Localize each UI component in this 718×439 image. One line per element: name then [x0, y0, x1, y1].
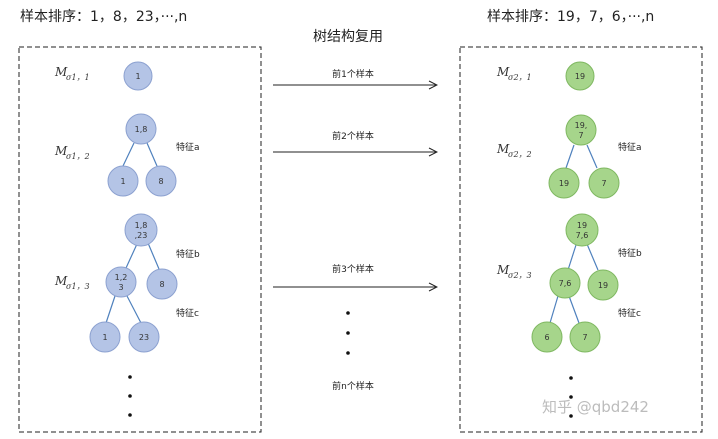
left-feature-b-label: 特征b	[176, 248, 200, 260]
left-model-2-label-subscript: σ1，2	[66, 152, 90, 161]
right-dashed-panel	[459, 46, 703, 433]
right-tree3-edge-root-mid	[567, 244, 577, 271]
left-tree1-root-node	[123, 61, 153, 91]
left-tree3-right-node	[146, 268, 178, 300]
left-tree2-right-node-label: 8	[158, 177, 163, 186]
right-tree2-edge-right	[586, 144, 598, 169]
right-model-2-label: M	[496, 142, 510, 156]
right-tree3-mid-node-label: 7,6	[559, 279, 572, 288]
left-tree3-leaf-1-node	[89, 321, 121, 353]
left-tree3-root-node	[124, 213, 158, 247]
right-tree3-root-node	[565, 213, 599, 247]
right-tree2-root-node-label: 19,	[575, 121, 588, 130]
left-tree3-edge-mid-lr	[126, 295, 142, 324]
right-tree2-root-node	[565, 114, 597, 146]
left-tree2-root-node-label: 1,8	[135, 125, 148, 134]
left-tree3-leaf-1-node-label: 1	[102, 333, 107, 342]
left-tree3-edge-mid-ll	[105, 295, 116, 324]
left-tree3-root-node-label: ,23	[135, 231, 148, 240]
left-model-1-label-subscript: σ1，1	[66, 73, 90, 82]
left-tree2-right-node	[145, 165, 177, 197]
right-tree3-edge-mid-lr	[568, 295, 580, 324]
right-tree2-right-node	[588, 167, 620, 199]
right-tree1-root-node	[565, 61, 595, 91]
left-feature-a-label: 特征a	[176, 141, 200, 153]
right-tree3-leaf-6-node-label: 6	[544, 333, 549, 342]
left-tree2-edge-left	[122, 142, 135, 167]
right-tree2-edge-left	[565, 144, 575, 169]
right-feature-a-label: 特征a	[618, 141, 642, 153]
left-tree3-root-node-label: 1,8	[135, 221, 148, 230]
right-sample-order-heading: 样本排序：19，7，6，···,n	[487, 9, 655, 25]
right-ellipsis-dot	[569, 395, 573, 399]
right-tree3-leaf-7-node-label: 7	[582, 333, 587, 342]
left-tree3-mid-node-label: 3	[118, 283, 123, 292]
right-model-1-label: M	[496, 65, 510, 79]
right-model-2-label-subscript: σ2，2	[508, 150, 532, 159]
right-tree2-right-node-label: 7	[601, 179, 606, 188]
right-tree3-right-node	[587, 269, 619, 301]
left-ellipsis-dot	[128, 375, 132, 379]
last-samples-label: 前n个样本	[332, 380, 374, 392]
left-model-2-label: M	[54, 144, 68, 158]
center-ellipsis-dot	[346, 331, 350, 335]
right-feature-b-label: 特征b	[618, 247, 642, 259]
right-tree2-root-node-label: 7	[578, 131, 583, 140]
right-tree2-left-node	[548, 167, 580, 199]
left-feature-c-label: 特征c	[176, 307, 199, 319]
left-tree3-right-node-label: 8	[159, 280, 164, 289]
right-tree3-root-node-label: 7,6	[576, 231, 589, 240]
right-ellipsis-dot	[569, 414, 573, 418]
right-model-3-label: M	[496, 263, 510, 277]
arrow-2-label: 前2个样本	[332, 130, 374, 142]
arrow-3-label: 前3个样本	[332, 263, 374, 275]
right-model-3-label-subscript: σ2，3	[508, 271, 532, 280]
right-feature-c-label: 特征c	[618, 307, 641, 319]
left-model-3-label-subscript: σ1，3	[66, 282, 90, 291]
left-tree3-mid-node-label: 1,2	[115, 273, 128, 282]
right-tree3-leaf-6-node	[531, 321, 563, 353]
left-sample-order-heading: 样本排序：1，8，23，···,n	[20, 9, 188, 25]
left-tree3-leaf-23-node	[128, 321, 160, 353]
left-ellipsis-dot	[128, 413, 132, 417]
left-tree2-left-node	[107, 165, 139, 197]
right-tree3-mid-node	[549, 267, 581, 299]
left-tree2-left-node-label: 1	[120, 177, 125, 186]
left-tree2-root-node	[125, 113, 157, 145]
right-tree3-leaf-7-node	[569, 321, 601, 353]
left-tree3-edge-root-mid	[125, 243, 138, 269]
left-tree1-root-node-label: 1	[135, 72, 140, 81]
center-title: 树结构复用	[313, 29, 383, 45]
left-model-3-label: M	[54, 274, 68, 288]
center-ellipsis-dot	[346, 311, 350, 315]
right-tree1-root-node-label: 19	[575, 72, 585, 81]
arrow-1-label: 前1个样本	[332, 68, 374, 80]
left-model-1-label: M	[54, 65, 68, 79]
left-tree2-edge-right	[146, 142, 158, 167]
right-tree3-edge-root-right	[586, 243, 599, 271]
right-tree3-right-node-label: 19	[598, 281, 608, 290]
left-tree3-edge-root-right	[147, 242, 160, 270]
watermark: 知乎 @qbd242	[542, 398, 649, 416]
left-dashed-panel	[18, 46, 262, 433]
left-tree3-mid-node	[105, 266, 137, 298]
right-model-1-label-subscript: σ2，1	[508, 73, 532, 82]
right-tree3-root-node-label: 19	[577, 221, 587, 230]
right-tree2-left-node-label: 19	[559, 179, 569, 188]
right-tree3-edge-mid-ll	[549, 295, 559, 324]
left-ellipsis-dot	[128, 394, 132, 398]
left-tree3-leaf-23-node-label: 23	[139, 333, 149, 342]
center-ellipsis-dot	[346, 351, 350, 355]
right-ellipsis-dot	[569, 376, 573, 380]
